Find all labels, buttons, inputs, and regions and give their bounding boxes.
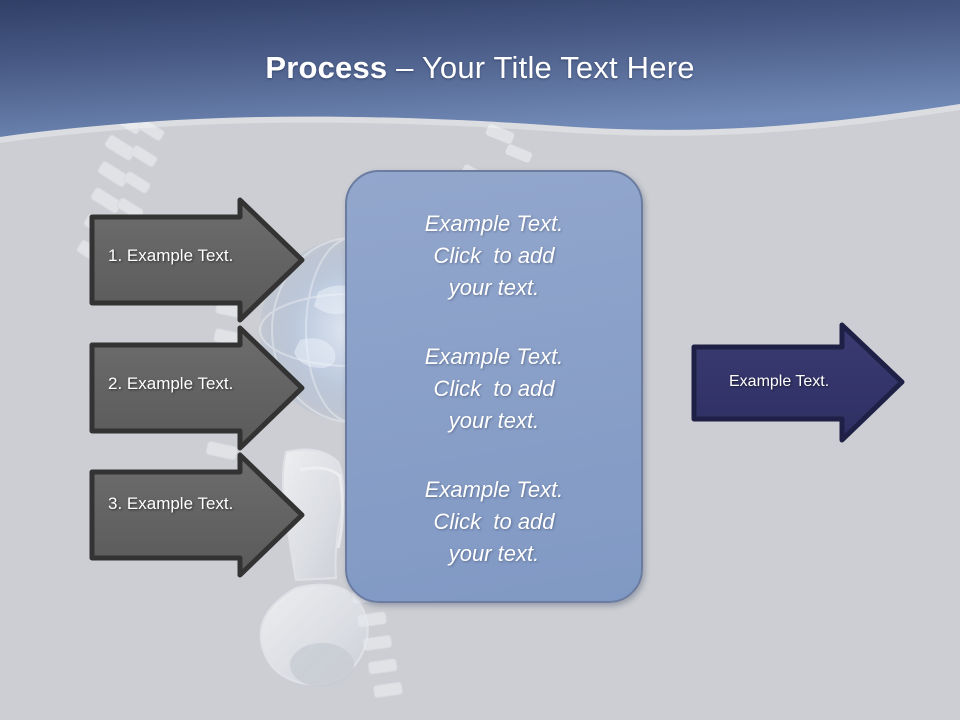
process-arrow-3[interactable] (88, 450, 306, 580)
center-box-block-3-line-1: Example Text. (424, 477, 564, 502)
process-result-arrow[interactable] (690, 320, 906, 445)
process-result-arrow-label: Example Text. (729, 373, 830, 390)
center-box-block-1-line-3: your text. (448, 275, 540, 300)
process-arrow-1[interactable] (88, 195, 306, 325)
page-title-strong: Process (265, 50, 388, 85)
center-box-block-2-line-1: Example Text. (424, 344, 564, 369)
process-center-box[interactable]: Example Text. Click to add your text. Ex… (345, 170, 643, 603)
process-arrow-1-label: 1. Example Text. (108, 246, 234, 265)
process-arrow-2-label: 2. Example Text. (108, 374, 234, 393)
header-banner (0, 0, 960, 143)
center-box-block-1-line-1: Example Text. (424, 211, 564, 236)
center-box-block-1: Example Text. Click to add your text. (347, 208, 641, 304)
center-box-block-2-line-3: your text. (448, 408, 540, 433)
center-box-block-2: Example Text. Click to add your text. (347, 341, 641, 437)
center-box-block-1-line-2: Click to add (433, 243, 555, 268)
center-box-block-3: Example Text. Click to add your text. (347, 474, 641, 570)
process-arrow-3-label: 3. Example Text. (108, 494, 234, 513)
center-box-block-3-line-3: your text. (448, 541, 540, 566)
center-box-block-3-line-2: Click to add (433, 509, 555, 534)
process-arrow-2[interactable] (88, 323, 306, 453)
page-title: Process – Your Title Text Here (0, 50, 960, 86)
center-box-block-2-line-2: Click to add (433, 376, 555, 401)
page-title-rest: – Your Title Text Here (387, 50, 695, 85)
